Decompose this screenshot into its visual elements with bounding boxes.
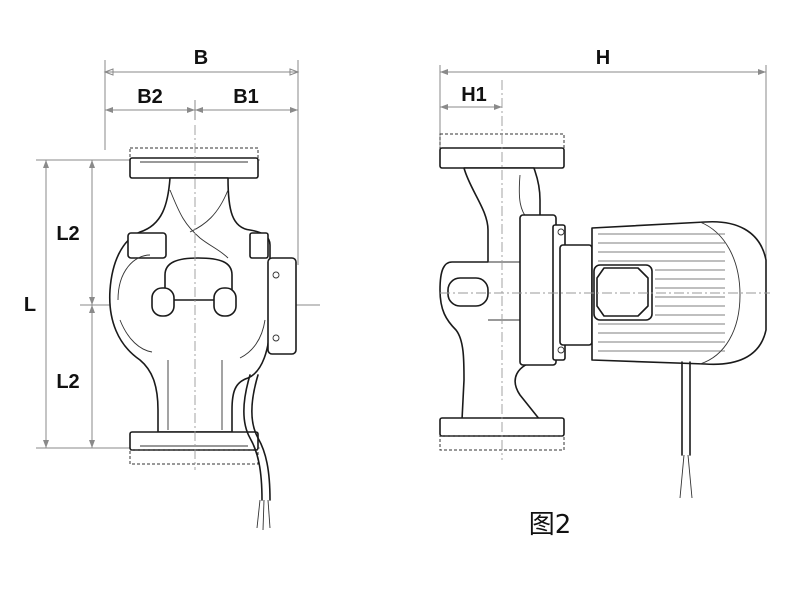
dimension-label-l: L xyxy=(24,294,36,316)
front-bottom-flange xyxy=(129,431,259,465)
dimension-label-b: B xyxy=(194,47,208,69)
side-pump-housing xyxy=(439,167,541,421)
dimension-h xyxy=(439,65,767,260)
front-view: B B2 B1 L L2 L2 xyxy=(24,47,320,531)
side-terminal-box xyxy=(593,264,653,321)
dimension-label-h1: H1 xyxy=(461,84,487,106)
dimension-label-h: H xyxy=(596,47,610,69)
dimension-label-b2: B2 xyxy=(137,86,163,108)
dimension-b2-b1 xyxy=(105,100,298,120)
side-view: H H1 xyxy=(439,47,770,499)
side-motor-flange xyxy=(519,214,593,366)
motor-cooling-fins xyxy=(598,233,725,352)
dimension-label-l2-bottom: L2 xyxy=(56,371,79,393)
front-top-flange xyxy=(129,147,259,179)
dimension-h1 xyxy=(440,104,502,110)
front-pump-body xyxy=(108,177,271,433)
front-power-cable xyxy=(243,374,271,531)
front-terminal-box xyxy=(267,257,297,355)
dimension-label-l2-top: L2 xyxy=(56,223,79,245)
figure-caption: 图2 xyxy=(529,510,572,540)
side-power-cable xyxy=(679,361,693,499)
dimension-b xyxy=(103,60,300,265)
dimension-label-b1: B1 xyxy=(233,86,259,108)
